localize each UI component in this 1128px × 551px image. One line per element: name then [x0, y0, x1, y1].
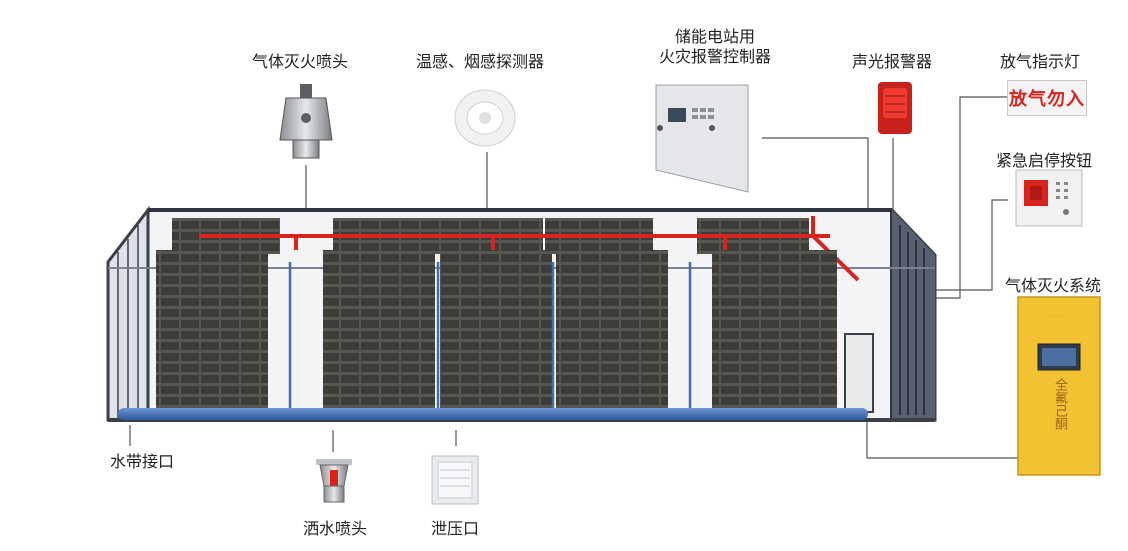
label-pressure-relief: 泄压口 [431, 519, 480, 538]
label-sprinkler: 洒水喷头 [303, 519, 368, 538]
battery-racks-front [156, 250, 837, 412]
leader-lines [129, 96, 1018, 459]
red-fire-pipe [200, 216, 860, 282]
label-controller-line1: 储能电站用 [674, 27, 755, 46]
emergency-button-icon [1015, 169, 1083, 227]
label-alarm: 声光报警器 [852, 52, 933, 71]
pressure-relief-icon [431, 455, 479, 505]
release-light-sign-text: 放气勿入 [1009, 89, 1085, 110]
svg-text:· · · · · · · ·: · · · · · · · · [1049, 314, 1068, 319]
blue-vertical-tubes [288, 262, 692, 412]
label-controller: 储能电站用 火灾报警控制器 [640, 27, 790, 67]
label-emergency-button: 紧急启停按钮 [996, 151, 1093, 170]
sprinkler-icon [316, 459, 352, 503]
release-light-sign: 放气勿入 [1007, 80, 1087, 116]
alarm-icon [878, 82, 912, 134]
controller-icon [655, 84, 749, 193]
label-gas-nozzle: 气体灭火喷头 [252, 52, 349, 71]
label-gas-system: 气体灭火系统 [1005, 276, 1102, 295]
detector-icon [454, 89, 516, 147]
inner-gas-cylinder [844, 333, 874, 413]
gas-system-cabinet-icon: · · · · · · · · [1017, 296, 1101, 476]
label-release-light: 放气指示灯 [1000, 52, 1081, 71]
gas-nozzle-icon [279, 84, 333, 159]
blue-water-pipe [118, 408, 868, 420]
label-controller-line2: 火灾报警控制器 [658, 47, 771, 66]
gas-cabinet-text: 全氟己酮 [1052, 378, 1067, 430]
label-hose-interface: 水带接口 [110, 452, 175, 471]
label-detector: 温感、烟感探测器 [416, 52, 545, 71]
